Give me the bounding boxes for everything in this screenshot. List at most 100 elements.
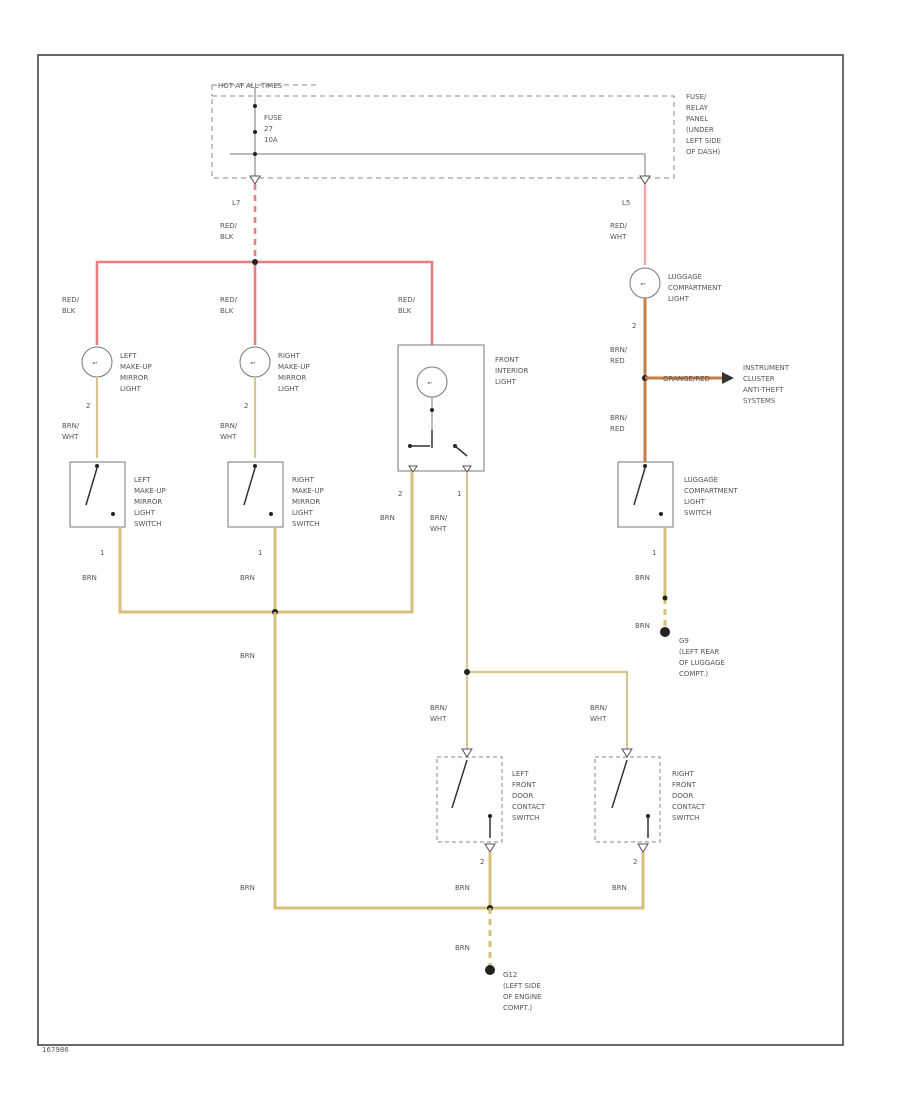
brn-wht-right-door-feed <box>467 670 629 750</box>
left-door-switch-pin2: 2 <box>480 858 484 866</box>
g9-label-1: G9 <box>679 637 689 645</box>
brn-main-wire-color: BRN <box>240 652 255 660</box>
right-mirror-switch-pin1: 1 <box>258 549 262 557</box>
luggage-switch-arm <box>633 467 646 506</box>
g12-label-1: G12 <box>503 971 517 979</box>
right-mirror-light-label-1: RIGHT <box>278 352 301 360</box>
left-mirror-switch-label-1: LEFT <box>134 476 151 484</box>
fuse-label-line1: FUSE <box>264 114 282 122</box>
right-mirror-switch-label-3: MIRROR <box>292 498 320 506</box>
orange-red-wire-color: ORANGE/RED <box>663 375 710 383</box>
luggage-light-label-2: COMPARTMENT <box>668 284 722 292</box>
right-door-switch-label-1: RIGHT <box>672 770 695 778</box>
g12-ground-point <box>485 965 495 975</box>
front-interior-light-label-2: INTERIOR <box>495 367 528 375</box>
right-mirror-switch-label-5: SWITCH <box>292 520 319 528</box>
hot-at-all-times-label: HOT AT ALL TIMES <box>218 82 283 90</box>
right-mirror-switch-box <box>227 461 284 528</box>
brn-mirror-ground-bus <box>118 472 414 614</box>
right-door-switch-pin2: 2 <box>633 858 637 866</box>
luggage-upper-wire-color-1: BRN/ <box>610 346 628 354</box>
left-mirror-switch-label-3: MIRROR <box>134 498 162 506</box>
luggage-light-label-3: LIGHT <box>668 295 690 303</box>
luggage-ground-color-lower: BRN <box>635 622 650 630</box>
fuse-panel-label-1: FUSE/ <box>686 93 707 101</box>
luggage-switch-pin1: 1 <box>652 549 656 557</box>
red-blk-distribution-wire <box>95 260 434 345</box>
right-mirror-wire-color-2: WHT <box>220 433 237 441</box>
right-mirror-light-label-3: MIRROR <box>278 374 306 382</box>
luggage-ground-color-upper: BRN <box>635 574 650 582</box>
luggage-switch-top <box>643 464 647 468</box>
interior-light-pin1-label: 1 <box>457 490 461 498</box>
connector-l7-pin <box>249 175 261 185</box>
right-door-switch-label-5: SWITCH <box>672 814 699 822</box>
g12-label-3: OF ENGINE <box>503 993 542 1001</box>
interior-light-pin-1 <box>462 465 472 473</box>
interior-light-right-wire-color-2: WHT <box>430 525 447 533</box>
right-mirror-switch-top <box>253 464 257 468</box>
interior-light-pin2-label: 2 <box>398 490 402 498</box>
right-mirror-switch-contact <box>269 512 273 516</box>
left-door-wire-color-2: WHT <box>430 715 447 723</box>
fuse-label-line2: 27 <box>264 125 273 133</box>
left-mirror-switch-pin1: 1 <box>100 549 104 557</box>
right-mirror-feed-color-1: RED/ <box>220 296 238 304</box>
left-mirror-pin2: 2 <box>86 402 90 410</box>
left-mirror-light-label-1: LEFT <box>120 352 137 360</box>
luggage-lower-wire-color-1: BRN/ <box>610 414 628 422</box>
pin-l7-label: L7 <box>232 199 240 207</box>
instrument-cluster-label-3: ANTI-THEFT <box>743 386 784 394</box>
left-mirror-switch-label-2: MAKE-UP <box>134 487 166 495</box>
luggage-lower-wire-color-2: RED <box>610 425 625 433</box>
left-mirror-light-label-3: MIRROR <box>120 374 148 382</box>
fuse-top-node <box>253 104 257 108</box>
anti-theft-arrow-icon <box>722 372 734 384</box>
left-mirror-feed-color-2: BLK <box>62 307 76 315</box>
right-mirror-switch-arm <box>243 467 256 506</box>
left-mirror-light-label-2: MAKE-UP <box>120 363 152 371</box>
luggage-switch-contact <box>659 512 663 516</box>
luggage-switch-label-4: SWITCH <box>684 509 711 517</box>
left-door-switch-contact <box>488 814 492 818</box>
left-door-switch-box <box>436 756 503 843</box>
bulb-glyph-interior: ➵ <box>427 379 433 387</box>
g9-label-2: (LEFT REAR <box>679 648 720 656</box>
left-mirror-light-label-4: LIGHT <box>120 385 142 393</box>
right-mirror-switch-label-2: MAKE-UP <box>292 487 324 495</box>
interior-light-pin-2 <box>408 465 418 473</box>
luggage-feed-color-1: RED/ <box>610 222 628 230</box>
left-mirror-switch-contact <box>111 512 115 516</box>
fuse-panel-label-5: LEFT SIDE <box>686 137 721 145</box>
left-door-wire-color-1: BRN/ <box>430 704 448 712</box>
luggage-ground-splice <box>662 595 668 601</box>
g12-label-4: COMPT.) <box>503 1004 532 1012</box>
left-mirror-switch-label-5: SWITCH <box>134 520 161 528</box>
right-mirror-feed-color-2: BLK <box>220 307 234 315</box>
left-mirror-switch-label-4: LIGHT <box>134 509 156 517</box>
luggage-switch-label-3: LIGHT <box>684 498 706 506</box>
right-mirror-light-label-4: LIGHT <box>278 385 300 393</box>
diagram-code: 167986 <box>42 1046 69 1054</box>
fuse-label-line3: 10A <box>264 136 278 144</box>
connector-l5-pin <box>639 175 651 185</box>
left-mirror-feed-color-1: RED/ <box>62 296 80 304</box>
fuse-panel-label-4: (UNDER <box>686 126 714 134</box>
right-mirror-switch-label-4: LIGHT <box>292 509 314 517</box>
bulb-glyph-luggage: ➵ <box>640 280 646 288</box>
front-interior-light-box <box>397 344 485 472</box>
right-door-switch-box <box>594 756 661 843</box>
interior-light-internal-node <box>430 408 434 412</box>
g12-wire-color: BRN <box>455 944 470 952</box>
left-mirror-wire-color-2: WHT <box>62 433 79 441</box>
luggage-upper-wire-color-2: RED <box>610 357 625 365</box>
left-door-switch-pin-bottom <box>484 843 496 853</box>
right-door-switch-pin-top <box>621 748 633 758</box>
interior-light-left-wire-color: BRN <box>380 514 395 522</box>
right-mirror-light-label-2: MAKE-UP <box>278 363 310 371</box>
feed-wire-color-1: RED/ <box>220 222 238 230</box>
luggage-switch-label-2: COMPARTMENT <box>684 487 738 495</box>
right-door-switch-pin-bottom <box>637 843 649 853</box>
brn-main-ground-wire <box>273 612 645 910</box>
